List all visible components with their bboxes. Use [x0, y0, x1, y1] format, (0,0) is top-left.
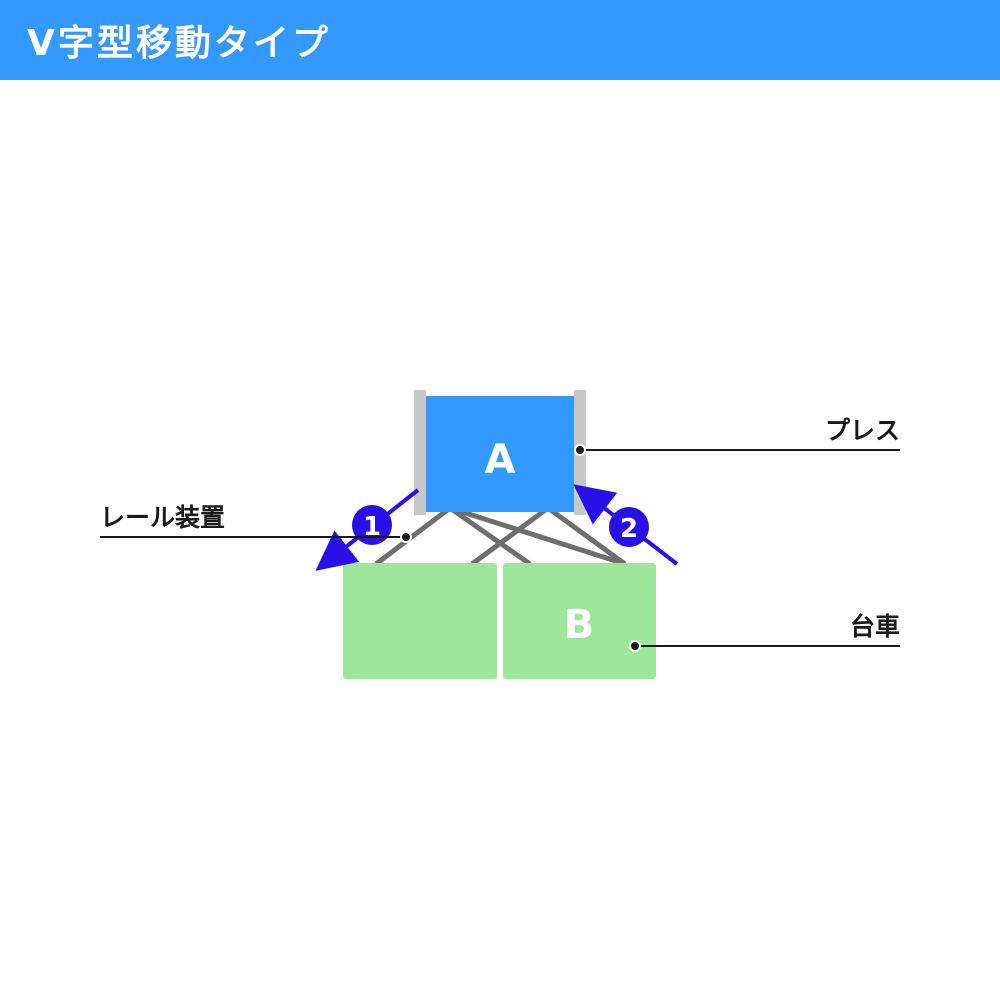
- step-arrow-1: 1: [315, 488, 420, 571]
- cart-label: 台車: [850, 612, 900, 641]
- press-letter: A: [485, 437, 516, 483]
- step-badge-1: [352, 505, 392, 545]
- cart-letter: B: [564, 602, 595, 648]
- header-bar: V字型移動タイプ: [0, 0, 1000, 80]
- press-column-left: [414, 390, 426, 515]
- cart-left: [343, 563, 497, 679]
- press-box: [426, 396, 574, 512]
- step-badge-2: [609, 507, 649, 547]
- rail-device: [374, 505, 627, 567]
- rail-line: [374, 506, 452, 566]
- callout-rail: レール装置: [100, 503, 412, 543]
- rail-line: [449, 505, 626, 567]
- step-number-2: 2: [620, 514, 638, 544]
- rail-line: [546, 505, 627, 567]
- page-title: V字型移動タイプ: [27, 23, 331, 64]
- press-label: プレス: [825, 416, 900, 445]
- callout-press: プレス: [574, 416, 900, 456]
- step-number-1: 1: [363, 512, 381, 542]
- step-arrow-2: 2: [573, 484, 679, 566]
- cart-right: [503, 563, 656, 679]
- callout-cart: 台車: [629, 612, 900, 652]
- rail-line: [448, 505, 532, 567]
- rail-label: レール装置: [100, 503, 225, 532]
- rail-line: [470, 505, 550, 567]
